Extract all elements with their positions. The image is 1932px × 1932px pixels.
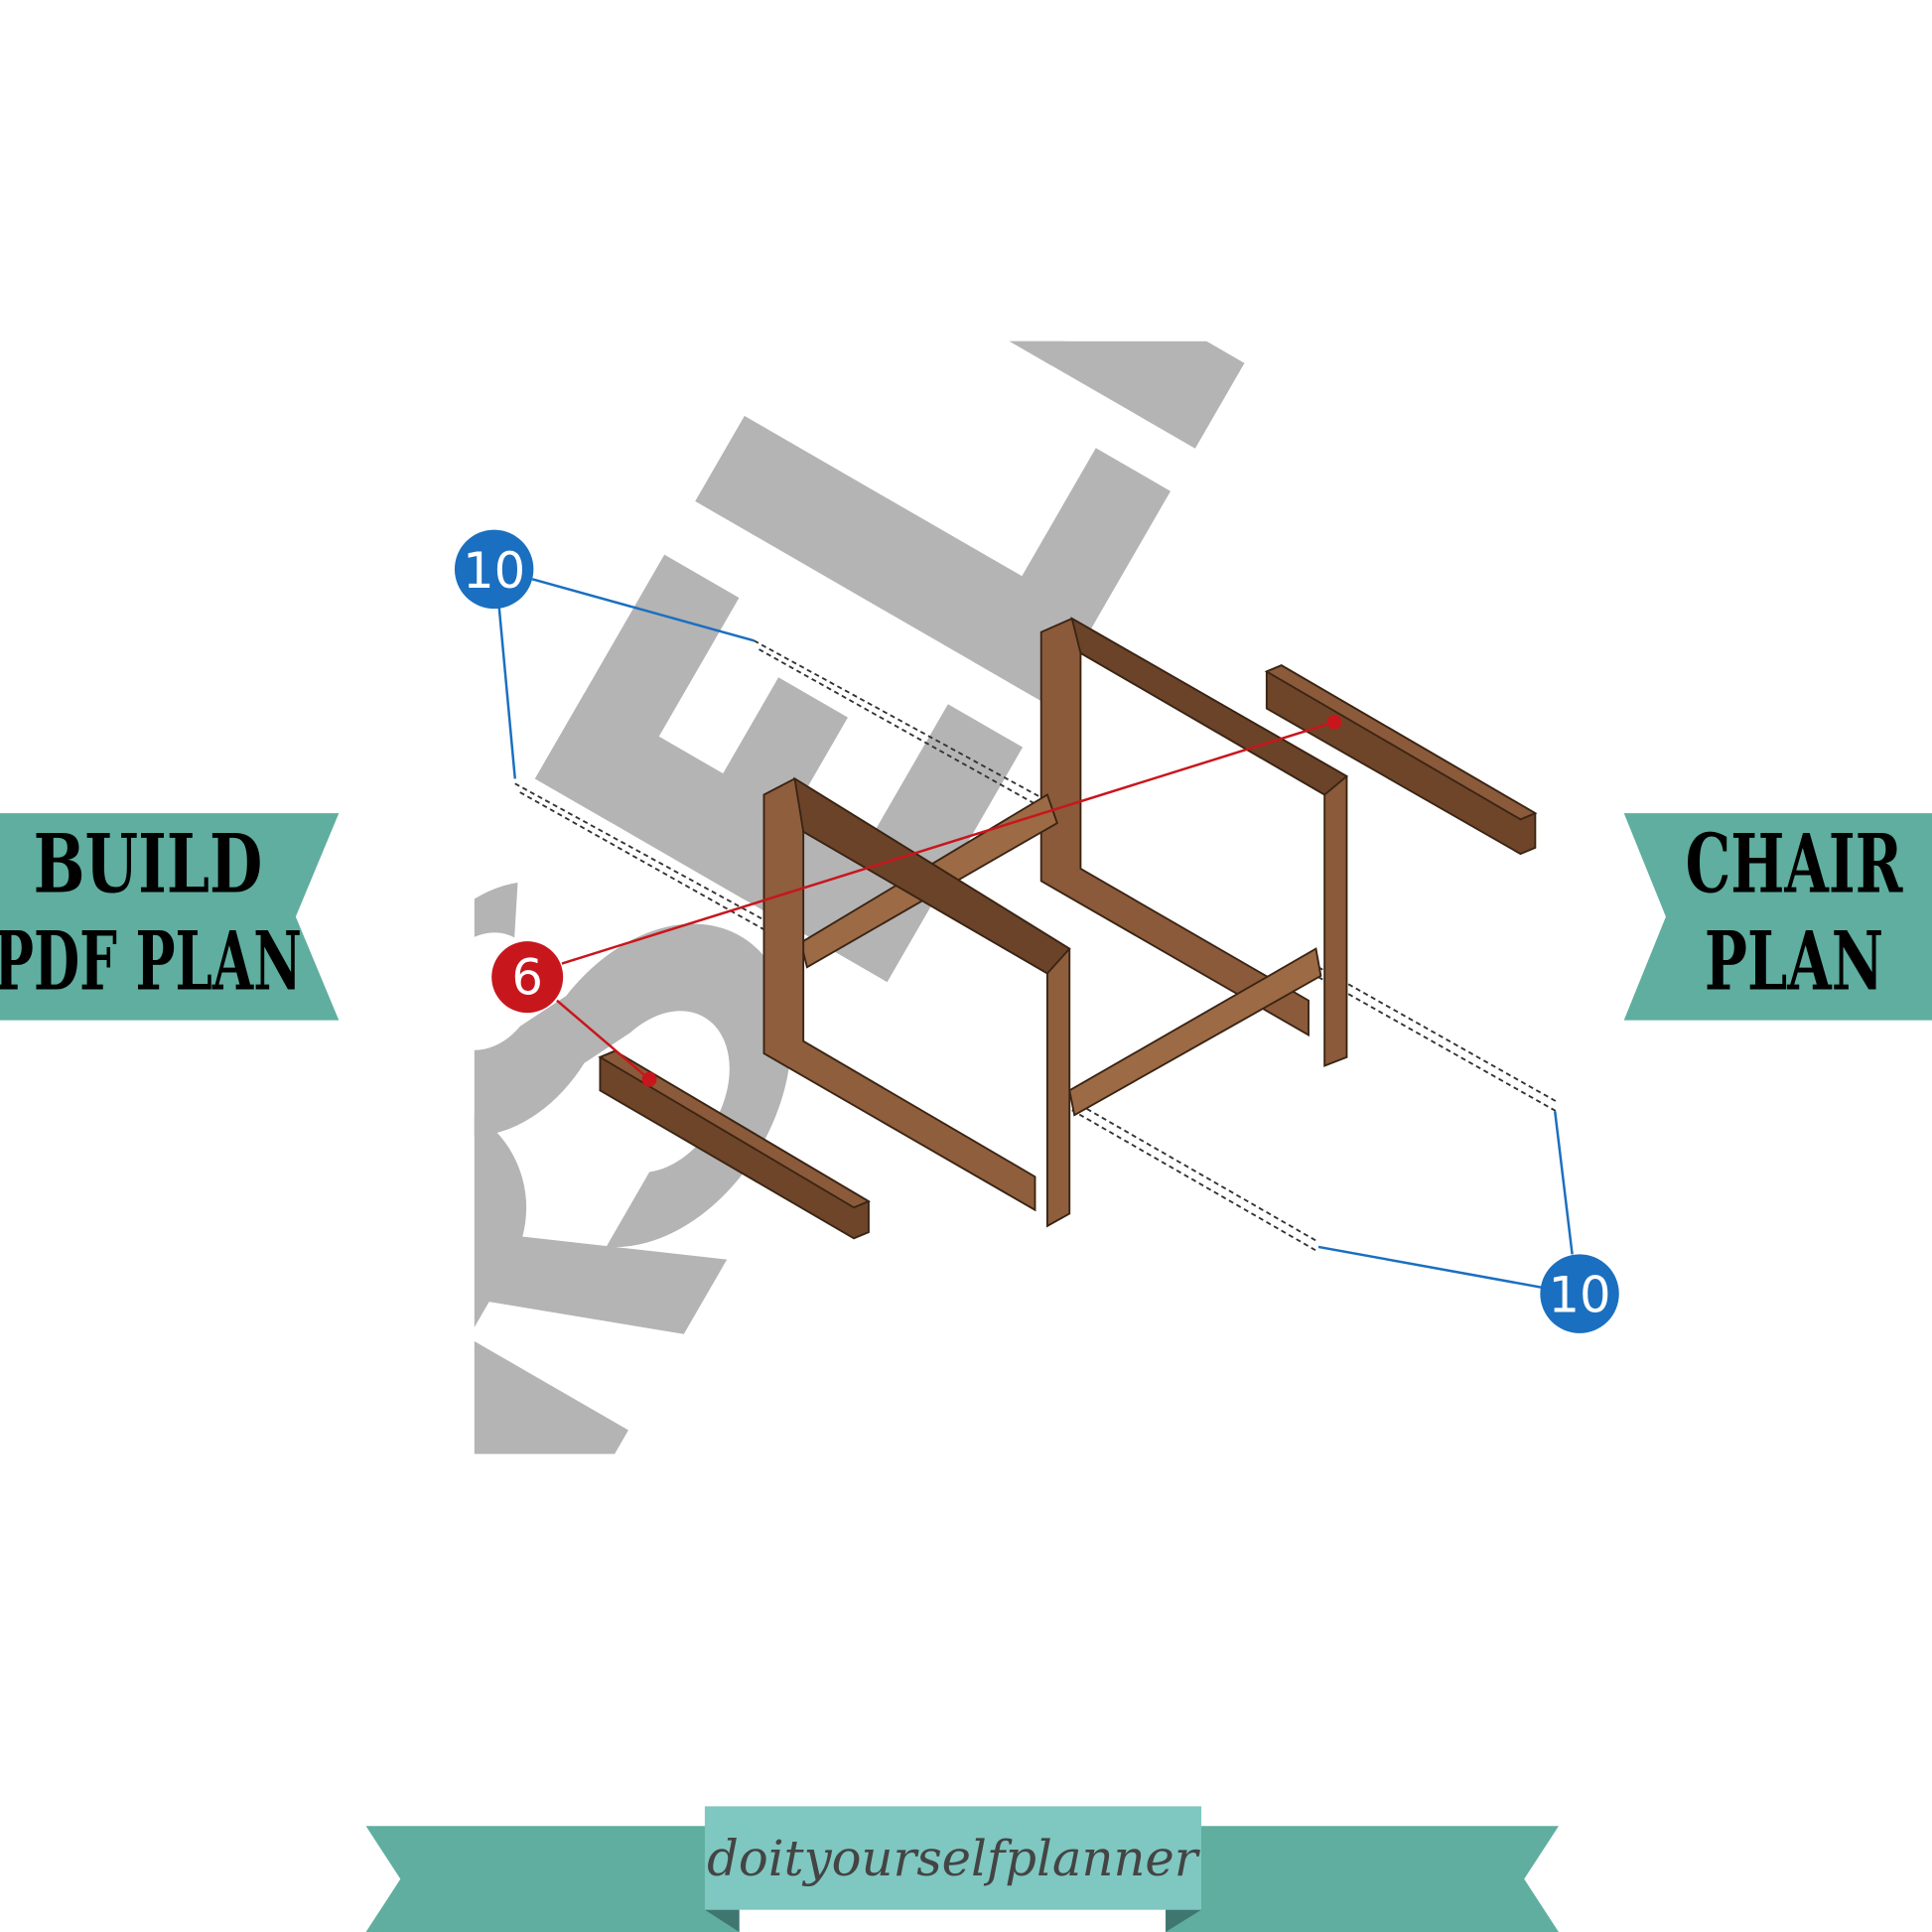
footer-ribbon: doityourselfplanner [365, 1806, 1559, 1932]
left-banner-line1: BUILD [34, 817, 263, 912]
left-banner-line2: PDF PLAN [0, 914, 302, 1010]
right-banner-line2: PLAN [1705, 913, 1883, 1009]
side-rail-lower [1068, 947, 1322, 1117]
callout-label: 6 [511, 949, 543, 1007]
callout-label: 10 [1548, 1267, 1610, 1324]
callout-10-bottom: 10 [1540, 1254, 1619, 1333]
chair-frame [598, 617, 1538, 1240]
callout-label: 10 [463, 542, 525, 600]
left-banner: BUILD PDF PLAN [0, 813, 340, 1021]
right-banner: CHAIR PLAN [1623, 813, 1932, 1021]
dowel-guides [514, 639, 1560, 1253]
watermark [474, 341, 1245, 1454]
right-banner-line1: CHAIR [1686, 816, 1904, 911]
callout-10-top: 10 [454, 529, 534, 610]
brand-name: doityourselfplanner [707, 1830, 1201, 1887]
callout-leaders [497, 578, 1574, 1290]
callout-6: 6 [491, 941, 564, 1014]
